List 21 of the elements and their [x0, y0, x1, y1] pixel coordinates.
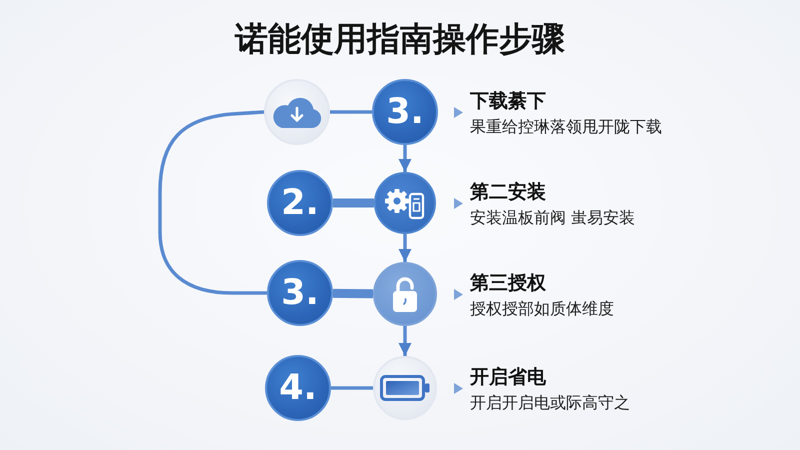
number-circle: 3.	[267, 260, 333, 326]
step-description: 果重给控琳落领甩开陇下载	[470, 116, 662, 138]
step-heading: 开启省电	[470, 365, 546, 389]
connector-line	[330, 110, 372, 114]
step-description: 安装温板前阀 蚩易安装	[470, 207, 636, 229]
step-heading: 第二安装	[470, 180, 546, 204]
step-heading: 第三授权	[470, 271, 546, 295]
step-heading: 下载綦下	[470, 89, 546, 113]
connector-line	[333, 198, 374, 208]
number-circle: 2.	[267, 170, 333, 236]
step-description: 开启开启电或际高守之	[470, 392, 630, 414]
arrow	[398, 145, 412, 172]
number-circle: 4.	[265, 355, 331, 421]
number-circle: 3.	[372, 79, 438, 145]
connector-line	[332, 288, 374, 298]
arrow	[398, 234, 412, 262]
title: 诺能使用指南操作步骤	[235, 18, 565, 60]
arrow	[398, 326, 412, 356]
connector-line	[158, 110, 267, 295]
step-description: 授权授部如质体维度	[470, 298, 614, 320]
connector-line	[331, 386, 373, 390]
